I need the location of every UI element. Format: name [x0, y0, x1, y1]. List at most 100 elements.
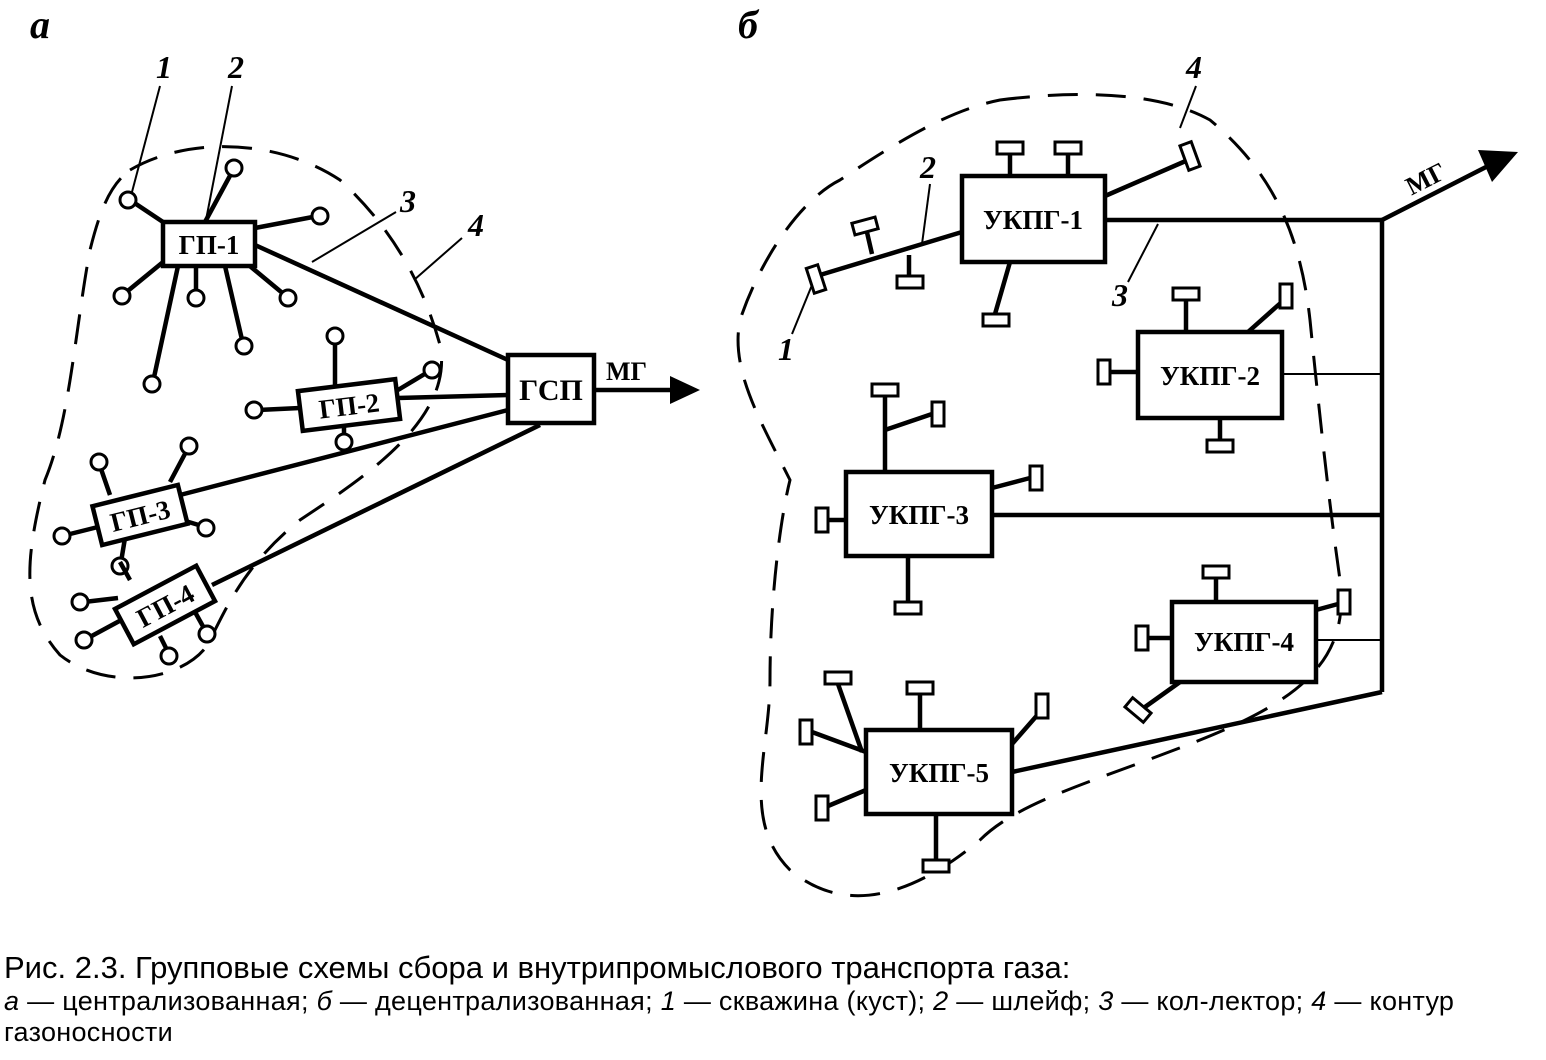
- gp3-wells: [52, 436, 216, 576]
- panel-b-callout-2: 2: [919, 149, 936, 185]
- collector-gp1-gsp: [254, 242, 509, 363]
- well-rect: [1134, 624, 1150, 652]
- gp1-wells: [112, 158, 330, 394]
- well-rect: [1034, 692, 1050, 720]
- ukpg2-wells: [1096, 282, 1294, 454]
- well-rect: [921, 858, 951, 874]
- well-rect: [893, 600, 923, 616]
- collector-gp2-gsp: [397, 392, 509, 401]
- station-gp1: ГП-1: [160, 219, 258, 269]
- collector-gp4-gsp: [211, 422, 541, 588]
- caption-item-a-letter: а: [4, 986, 20, 1016]
- caption-item-2-letter: 2: [933, 986, 949, 1016]
- well-circle: [52, 526, 72, 546]
- station-ukpg3-label: УКПГ-3: [869, 500, 969, 530]
- well-rect: [804, 262, 828, 296]
- station-gsp-label: ГСП: [519, 374, 583, 407]
- panel-b: б МГ: [736, 2, 1518, 898]
- station-ukpg5-label: УКПГ-5: [889, 758, 989, 788]
- well-rect: [850, 215, 880, 237]
- well-circle: [244, 400, 264, 420]
- panel-a-gas-contour: [28, 145, 444, 680]
- well-rect: [1122, 695, 1154, 725]
- ukpg1-wells: [804, 139, 1203, 328]
- caption-item-3-letter: 3: [1098, 986, 1114, 1016]
- ukpg5-wells: [798, 670, 1050, 874]
- panel-a: а: [28, 2, 700, 680]
- caption-item-2-text: — шлейф;: [948, 986, 1099, 1016]
- well-rect: [981, 312, 1011, 328]
- station-gp3: ГП-3: [89, 482, 191, 548]
- panel-a-callout-3: 3: [399, 183, 416, 219]
- panel-b-callout-3: 3: [1111, 277, 1128, 313]
- figure-caption: Рис. 2.3. Групповые схемы сбора и внутри…: [4, 950, 1540, 1048]
- collector-gp3-gsp: [179, 407, 509, 498]
- caption-item-4-text: — контур газоносности: [4, 986, 1455, 1047]
- well-rect: [870, 382, 900, 398]
- well-circle: [179, 436, 199, 456]
- well-rect: [1028, 464, 1044, 492]
- panel-a-callout-4: 4: [467, 207, 484, 243]
- station-ukpg1-label: УКПГ-1: [983, 205, 1083, 235]
- well-rect: [814, 506, 830, 534]
- well-circle: [74, 630, 94, 650]
- panel-b-outlet-line: [1380, 163, 1490, 223]
- station-ukpg2-label: УКПГ-2: [1160, 361, 1260, 391]
- panel-a-letter: а: [30, 2, 50, 47]
- well-circle: [310, 206, 330, 226]
- caption-item-3-text: — кол-лектор;: [1113, 986, 1312, 1016]
- well-rect: [814, 794, 830, 822]
- station-ukpg4-label: УКПГ-4: [1194, 627, 1294, 657]
- caption-item-1-letter: 1: [660, 986, 677, 1016]
- caption-item-1-text: — скважина (куст);: [676, 986, 934, 1016]
- well-circle: [197, 624, 217, 644]
- panel-b-outlet-label: МГ: [1401, 157, 1451, 201]
- well-circle: [186, 288, 206, 308]
- station-gsp: ГСП: [505, 352, 597, 426]
- panel-b-letter: б: [738, 2, 760, 47]
- well-circle: [112, 286, 132, 306]
- caption-item-a-text: — централизованная;: [19, 986, 317, 1016]
- well-circle: [159, 646, 179, 666]
- well-circle: [89, 452, 109, 472]
- station-ukpg3: УКПГ-3: [843, 469, 995, 559]
- caption-item-b-letter: б: [316, 986, 333, 1016]
- well-circle: [118, 190, 138, 210]
- station-gp2: ГП-2: [295, 376, 403, 434]
- well-rect: [1336, 588, 1352, 616]
- station-ukpg2: УКПГ-2: [1135, 329, 1285, 421]
- well-circle: [142, 374, 162, 394]
- well-rect: [1278, 282, 1294, 310]
- station-ukpg5: УКПГ-5: [863, 727, 1015, 817]
- well-circle: [224, 158, 244, 178]
- station-gp1-label: ГП-1: [179, 230, 240, 260]
- well-rect: [930, 400, 946, 428]
- well-rect: [895, 274, 925, 290]
- well-rect: [1096, 358, 1112, 386]
- gp4-wells: [70, 560, 217, 666]
- panel-a-callout-2: 2: [227, 49, 244, 85]
- station-gp2-label: ГП-2: [317, 387, 381, 424]
- ukpg4-wells: [1122, 564, 1352, 725]
- well-circle: [70, 592, 90, 612]
- caption-legend: а — централизованная; б — децентрализова…: [4, 986, 1540, 1048]
- panel-b-callout-1: 1: [778, 331, 794, 367]
- well-rect: [1171, 286, 1201, 302]
- panel-a-callout-1: 1: [156, 49, 172, 85]
- well-circle: [422, 360, 442, 380]
- panel-a-outlet-label: МГ: [606, 357, 647, 386]
- gas-gathering-diagram: а: [28, 2, 1518, 898]
- panel-b-gas-contour: [736, 93, 1343, 898]
- well-circle: [334, 432, 354, 452]
- caption-item-b-text: — децентрализованная;: [332, 986, 661, 1016]
- station-ukpg1: УКПГ-1: [959, 173, 1108, 265]
- collector-ukpg5: [1011, 689, 1383, 775]
- well-rect: [1053, 140, 1083, 156]
- well-rect: [798, 718, 814, 746]
- panel-a-outlet-arrow: [670, 376, 700, 404]
- well-circle: [278, 288, 298, 308]
- well-rect: [995, 140, 1025, 156]
- panel-b-callout-4: 4: [1185, 49, 1202, 85]
- caption-title: Рис. 2.3. Групповые схемы сбора и внутри…: [4, 950, 1071, 985]
- well-rect: [823, 670, 853, 686]
